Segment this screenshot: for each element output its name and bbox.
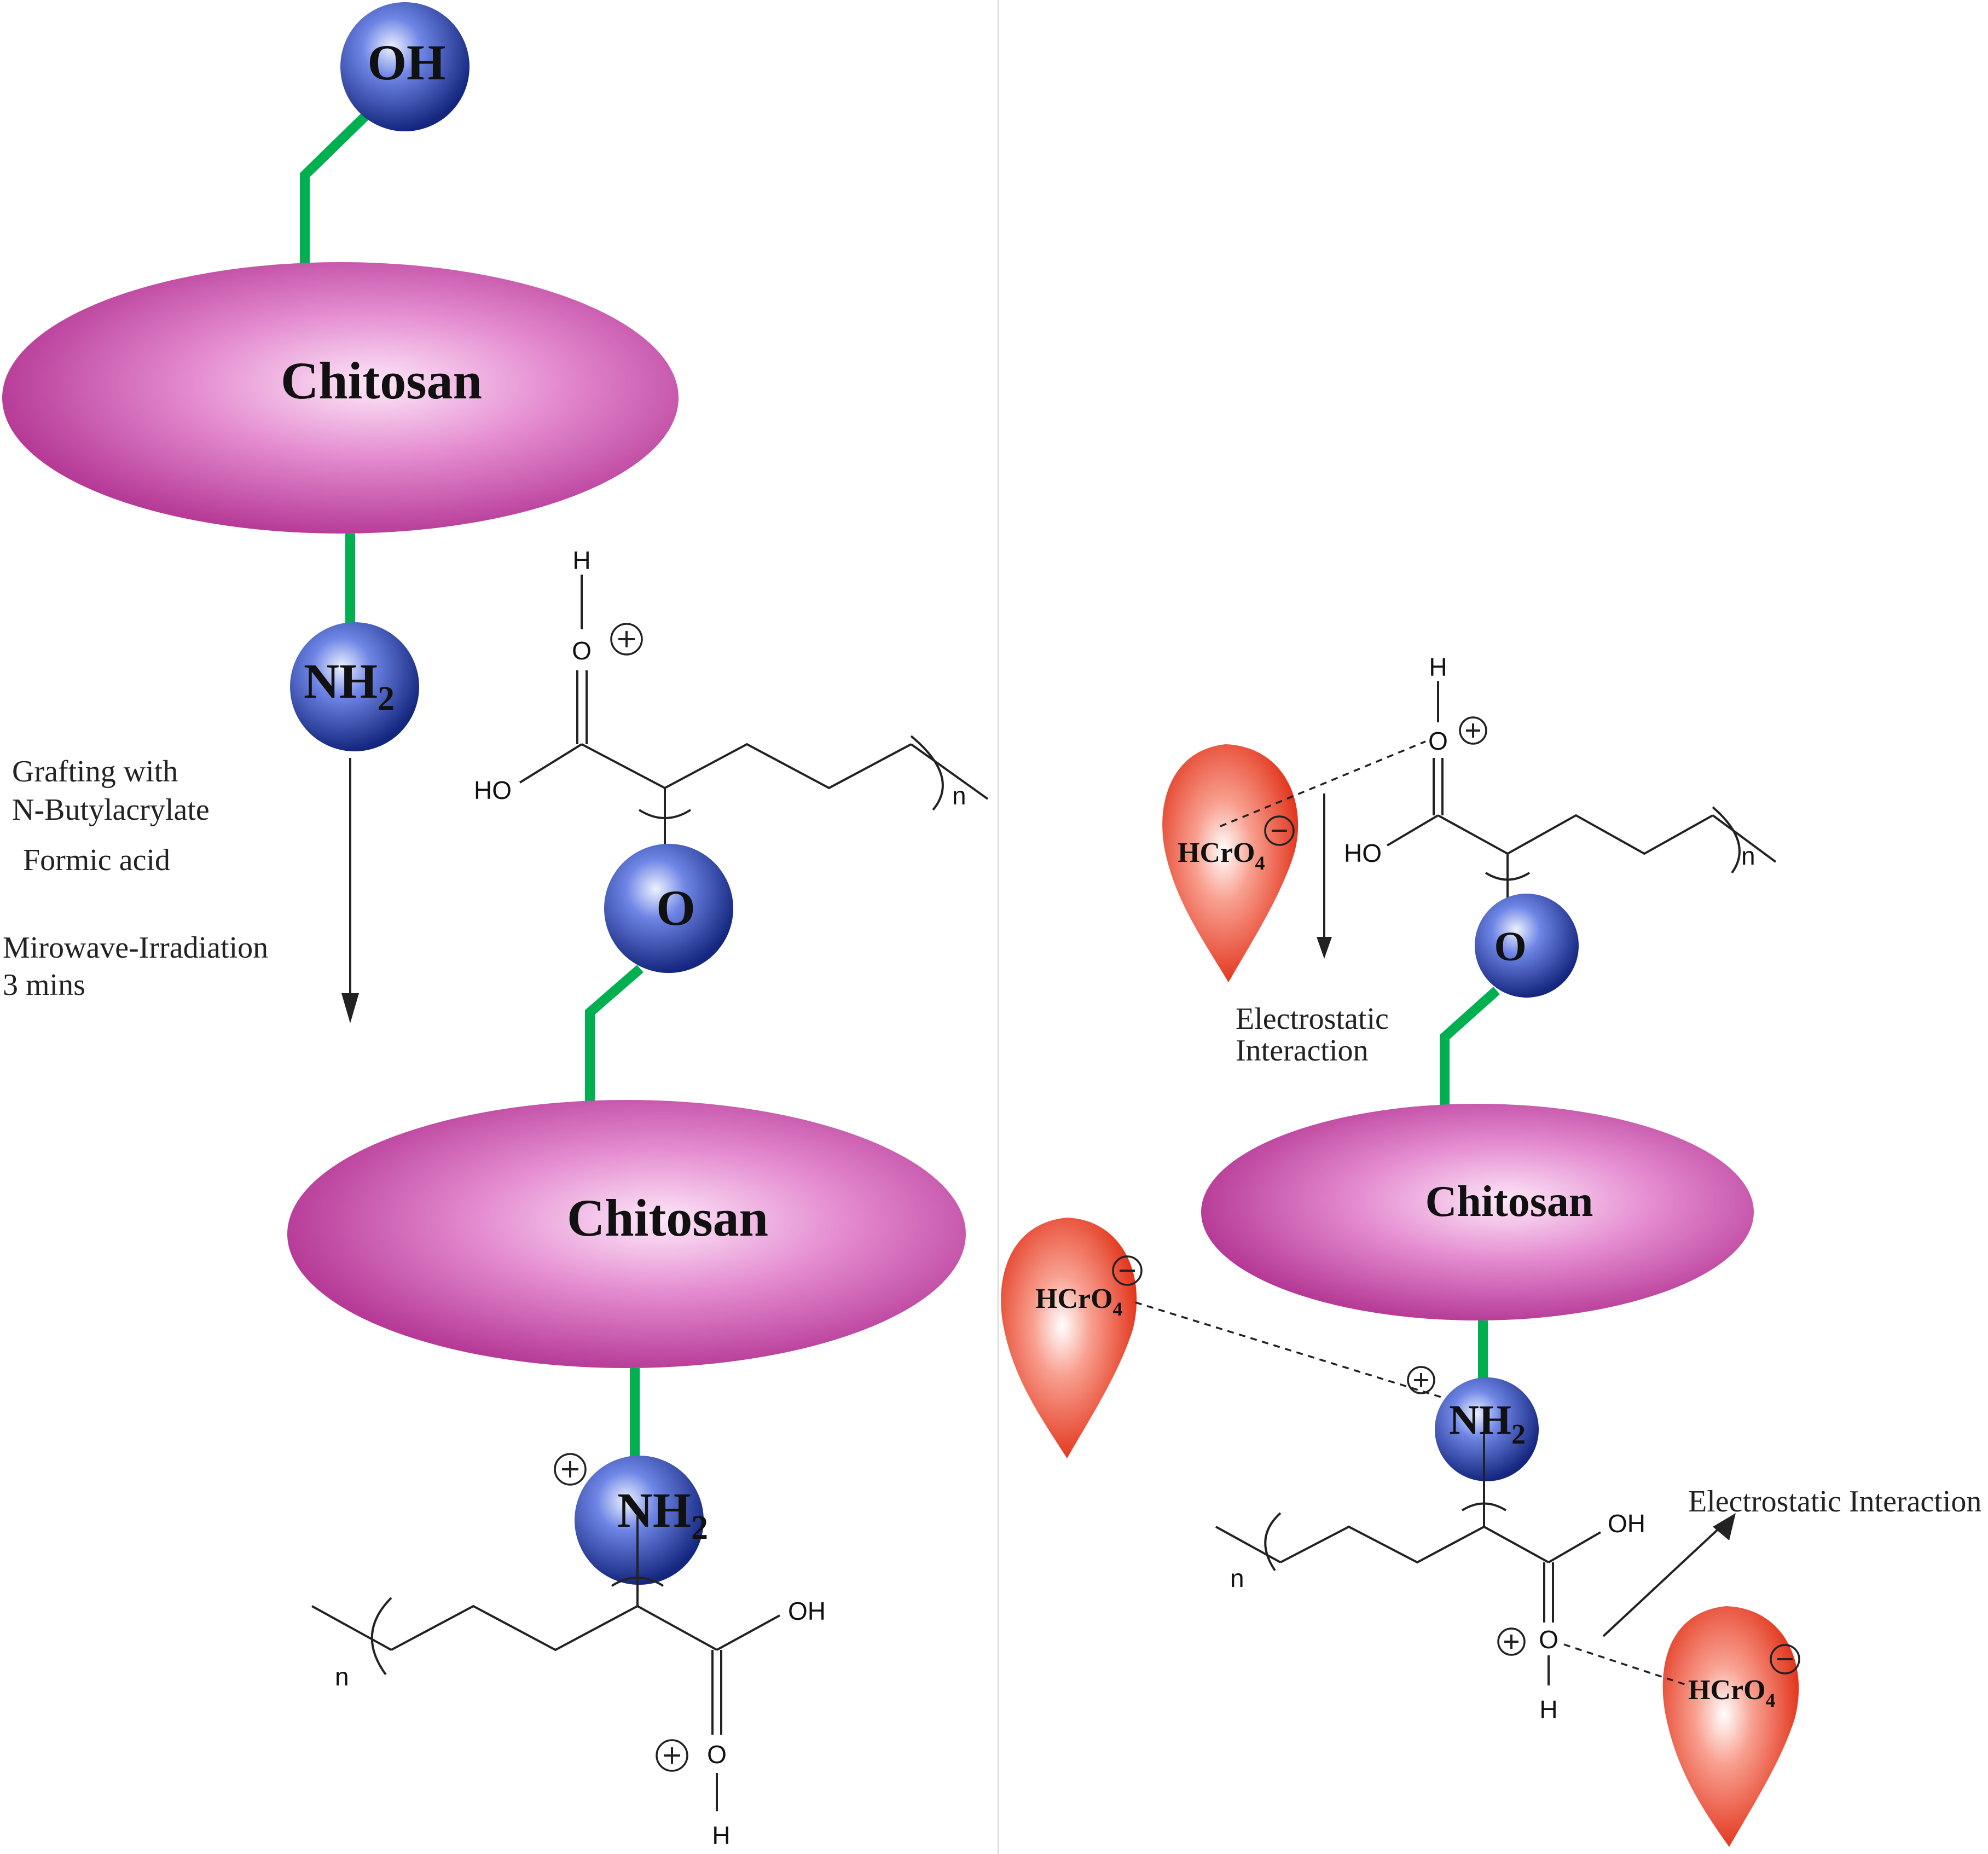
hcro4-anion-2: HCrO4 bbox=[1001, 1218, 1143, 1458]
upper-o: O bbox=[572, 636, 592, 665]
interaction-dash-3 bbox=[1563, 1643, 1689, 1687]
interaction-dash-2 bbox=[1135, 1301, 1445, 1399]
condition-line-5: 3 mins bbox=[3, 968, 85, 1002]
right-panel: H O HO n O Chitosan NH2 bbox=[1001, 653, 1981, 1847]
anion-1-shape bbox=[1162, 744, 1299, 982]
electrostatic-arrow-2 bbox=[1602, 1523, 1725, 1637]
nh2-right-plus-charge bbox=[1407, 1366, 1435, 1394]
lower-n: n bbox=[335, 1662, 349, 1691]
electrostatic-label-1b: Interaction bbox=[1236, 1034, 1369, 1068]
nh2-bottom-bead bbox=[575, 1456, 704, 1585]
lower-chain-left: n OH O H bbox=[311, 1516, 826, 1850]
chitosan-top bbox=[2, 262, 679, 534]
upper-chain-left: H O HO n bbox=[474, 546, 989, 851]
upper-n: n bbox=[952, 781, 966, 810]
lower-chain-right: n OH O H bbox=[1215, 1434, 1645, 1724]
anion-3-minus-charge bbox=[1770, 1644, 1800, 1675]
anion-1-minus-charge bbox=[1264, 815, 1295, 846]
linker-o-right bbox=[1440, 987, 1500, 1114]
condition-line-3: Formic acid bbox=[23, 843, 170, 877]
anion-3-shape bbox=[1662, 1606, 1799, 1847]
o-bead-right bbox=[1475, 894, 1579, 998]
r-upper-n: n bbox=[1741, 842, 1755, 870]
r-lower-n: n bbox=[1230, 1564, 1244, 1592]
upper-h: H bbox=[572, 546, 590, 575]
r-lower-o: O bbox=[1539, 1625, 1558, 1654]
o-label-left: O bbox=[656, 880, 695, 936]
left-panel: OH Chitosan NH2 Grafting with N-Butylacr… bbox=[2, 2, 989, 1850]
chitosan-right-label: Chitosan bbox=[1425, 1178, 1593, 1226]
nh2-bead-right bbox=[1435, 1377, 1539, 1481]
condition-line-4: Mirowave-Irradiation bbox=[3, 931, 268, 965]
r-lower-plus-charge bbox=[1497, 1627, 1526, 1656]
r-lower-oh: OH bbox=[1608, 1509, 1645, 1538]
anion-3-label: HCrO4 bbox=[1688, 1675, 1776, 1711]
nh2-bottom-plus-charge bbox=[554, 1453, 587, 1486]
chitosan-bottom-label: Chitosan bbox=[567, 1189, 768, 1247]
reaction-arrowhead bbox=[341, 993, 359, 1023]
r-upper-h: H bbox=[1429, 653, 1447, 681]
oh-label: OH bbox=[367, 34, 445, 90]
r-upper-plus-charge bbox=[1459, 716, 1487, 745]
upper-ho: HO bbox=[474, 776, 512, 804]
nh2-top-bead bbox=[290, 622, 419, 751]
upper-chain-right: H O HO n bbox=[1344, 653, 1777, 903]
oh-bead bbox=[340, 2, 470, 131]
nh2-bottom-label: NH2 bbox=[617, 1484, 708, 1546]
electrostatic-arrowhead-2 bbox=[1713, 1513, 1736, 1540]
electrostatic-arrowhead-1 bbox=[1317, 937, 1332, 959]
condition-line-1: Grafting with bbox=[12, 755, 178, 789]
interaction-dash-1 bbox=[1220, 740, 1426, 827]
lower-oh: OH bbox=[788, 1597, 826, 1625]
electrostatic-label-2: Electrostatic Interaction bbox=[1688, 1485, 1981, 1519]
hcro4-anion-1: HCrO4 bbox=[1162, 744, 1299, 982]
r-upper-ho: HO bbox=[1344, 839, 1382, 867]
linker-oh bbox=[300, 106, 376, 271]
nh2-label-right: NH2 bbox=[1449, 1397, 1526, 1450]
nh2-top-label: NH2 bbox=[304, 654, 395, 717]
upper-plus-charge bbox=[610, 623, 643, 656]
chitosan-top-label: Chitosan bbox=[281, 351, 482, 410]
anion-2-minus-charge bbox=[1112, 1255, 1143, 1286]
linker-o-left bbox=[585, 965, 644, 1105]
o-bead-left bbox=[604, 844, 733, 973]
lower-plus-charge bbox=[656, 1739, 688, 1772]
lower-h: H bbox=[712, 1821, 730, 1850]
condition-line-2: N-Butylacrylate bbox=[12, 793, 210, 827]
o-label-right: O bbox=[1494, 924, 1526, 970]
hcro4-anion-3: HCrO4 bbox=[1662, 1606, 1800, 1847]
anion-2-shape bbox=[1001, 1218, 1137, 1458]
electrostatic-label-1a: Electrostatic bbox=[1236, 1002, 1389, 1036]
anion-2-label: HCrO4 bbox=[1035, 1283, 1123, 1320]
lower-o: O bbox=[707, 1740, 727, 1769]
chitosan-bottom bbox=[287, 1100, 966, 1368]
chitosan-right bbox=[1201, 1104, 1754, 1320]
r-upper-o: O bbox=[1428, 727, 1448, 755]
r-lower-h: H bbox=[1539, 1695, 1557, 1724]
anion-1-label: HCrO4 bbox=[1178, 837, 1265, 874]
